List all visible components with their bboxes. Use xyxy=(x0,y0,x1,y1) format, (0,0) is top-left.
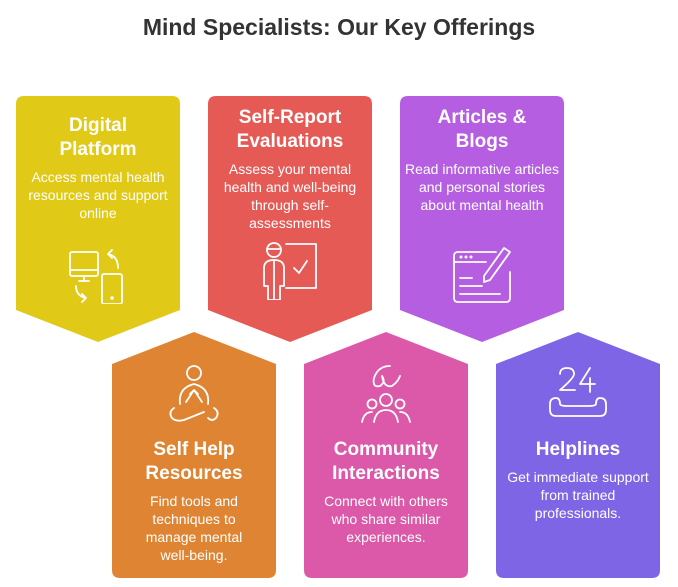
card-helplines: Helplines Get immediate support from tra… xyxy=(494,330,662,580)
devices-sync-icon xyxy=(69,249,123,304)
card-title: Helplines xyxy=(535,439,621,460)
card-articles-blogs: Articles & Blogs Read informative articl… xyxy=(398,94,566,344)
card-description: Assess your mental health and well-being… xyxy=(223,161,357,231)
meditation-icon xyxy=(169,365,219,422)
card-description: Find tools and techniques to manage ment… xyxy=(145,493,243,563)
card-community-interactions: Community Interactions Connect with othe… xyxy=(302,330,470,580)
card-description: Read informative articles and personal s… xyxy=(404,161,560,213)
document-pen-icon xyxy=(453,247,511,303)
card-self-help-resources: Self Help Resources Find tools and techn… xyxy=(110,330,278,580)
card-title: Self Help Resources xyxy=(145,439,243,484)
card-description: Access mental health resources and suppo… xyxy=(28,169,168,221)
card-digital-platform: Digital Platform Access mental health re… xyxy=(14,94,182,344)
card-title: Self-Report Evaluations xyxy=(236,107,344,152)
card-title: Articles & Blogs xyxy=(437,107,527,152)
community-group-icon xyxy=(361,365,411,423)
phone-24-icon xyxy=(549,367,607,417)
card-title: Community Interactions xyxy=(332,439,440,484)
card-title: Digital Platform xyxy=(59,115,137,160)
card-self-report-evaluations: Self-Report Evaluations Assess your ment… xyxy=(206,94,374,344)
card-description: Connect with others who share similar ex… xyxy=(324,493,448,545)
card-description: Get immediate support from trained profe… xyxy=(507,469,649,521)
person-checkmark-board-icon xyxy=(263,242,317,300)
page-title: Mind Specialists: Our Key Offerings xyxy=(142,14,536,40)
